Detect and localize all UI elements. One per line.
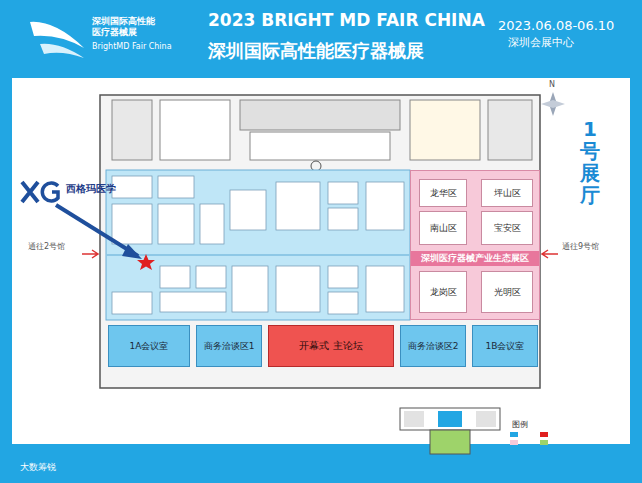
logo-swoosh (40, 44, 84, 58)
area-box: 商务洽谈区1 (196, 325, 262, 367)
logo-mark (42, 183, 58, 201)
hall-name: 1号展厅 (580, 118, 600, 206)
gate-arrow (82, 250, 98, 258)
area-box: 1A会议室 (108, 325, 190, 367)
legend-heading: 图例 (512, 420, 528, 430)
zone-banner: 深圳医疗器械产业生态展区 (411, 251, 539, 266)
entrance-block (160, 100, 230, 160)
area-label: 宝安区 (492, 223, 523, 234)
area-label: 龙岗区 (428, 287, 459, 298)
gate-arrow (542, 250, 558, 258)
area-box: 龙华区 (419, 179, 467, 207)
company-name: 西格玛医学 (66, 183, 116, 195)
area-label: 1B会议室 (484, 341, 527, 352)
area-box: 龙岗区 (419, 271, 467, 313)
logo-swoosh (30, 22, 84, 48)
area-box: 开幕式 主论坛 (268, 325, 394, 367)
area-label: 商务洽谈区1 (202, 341, 257, 352)
area-label: 商务洽谈区2 (406, 341, 461, 352)
area-box: 1B会议室 (472, 325, 538, 367)
entrance-block (410, 100, 480, 160)
mini-map (400, 408, 500, 454)
area-label: 坪山区 (492, 188, 523, 199)
compass (541, 100, 565, 108)
compass-n: N (549, 80, 555, 90)
area-label: 龙华区 (428, 188, 459, 199)
map-panel (12, 78, 630, 444)
logo-text: BrightMD Fair China (92, 42, 172, 52)
gate-label: 通往2号馆 (28, 242, 65, 252)
booth-star (137, 254, 155, 270)
subtitle: 深圳国际高性能医疗器械展 (208, 40, 424, 62)
area-box: 南山区 (419, 211, 467, 245)
pointer-arrow (56, 205, 138, 256)
area-box: 坪山区 (481, 179, 533, 207)
entrance-block (240, 100, 400, 130)
area-label: 光明区 (492, 287, 523, 298)
booth-grid (112, 176, 404, 314)
entrance-block (250, 132, 390, 160)
area-label: 开幕式 主论坛 (297, 340, 364, 352)
legend-key (510, 432, 548, 445)
area-label: 1A会议室 (128, 341, 171, 352)
area-box: 光明区 (481, 271, 533, 313)
logo-mark (22, 182, 38, 202)
booth-zone (106, 170, 410, 320)
entrance-block (488, 100, 532, 160)
area-label: 南山区 (428, 223, 459, 234)
area-box: 商务洽谈区2 (400, 325, 466, 367)
hall-outline (100, 95, 540, 388)
title: 2023 BRIGHT MD FAIR CHINA (208, 10, 485, 30)
aisle (106, 254, 410, 256)
entrance-block (112, 100, 152, 160)
logo-text: 深圳国际高性能 医疗器械展 (92, 16, 158, 38)
date-text: 2023.06.08-06.10 (498, 18, 614, 34)
gate-label: 通往9号馆 (562, 242, 599, 252)
watermark: 大数筹锐 (20, 462, 56, 473)
pointer-head (122, 244, 142, 259)
venue-text: 深圳会展中心 (508, 36, 574, 49)
area-box: 宝安区 (481, 211, 533, 245)
zone-panel: 深圳医疗器械产业生态展区 龙华区 坪山区南山区 宝安区龙岗区 光明区 (410, 170, 540, 320)
